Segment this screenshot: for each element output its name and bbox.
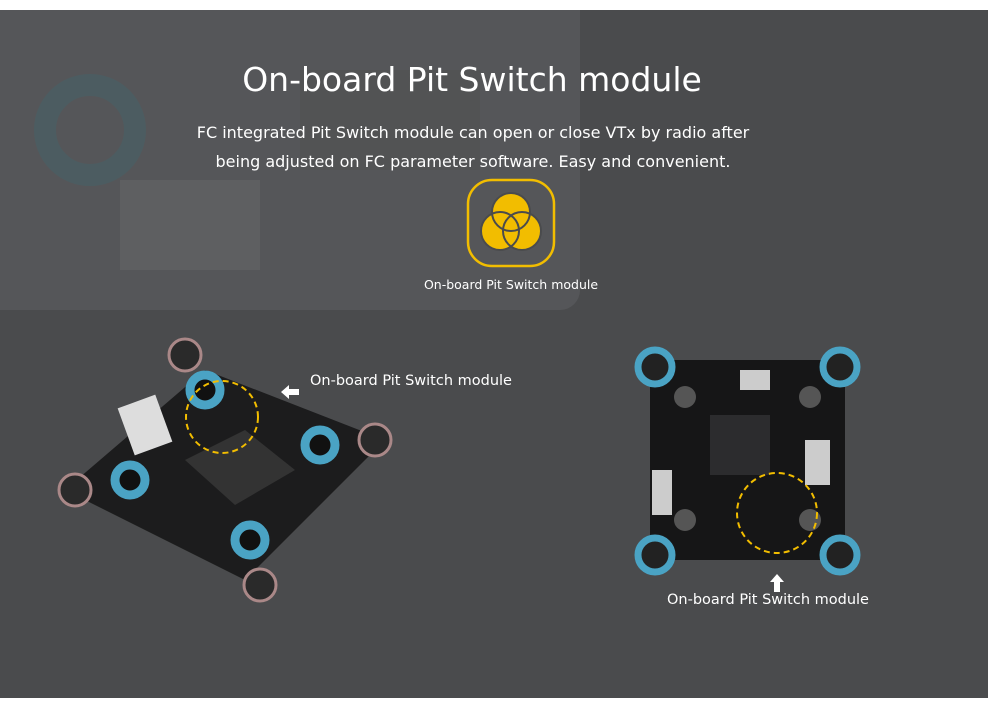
arrow-left-icon xyxy=(281,385,299,399)
description-line: being adjusted on FC parameter software.… xyxy=(215,152,731,171)
page-title: On-board Pit Switch module xyxy=(242,60,702,99)
left-board-image xyxy=(57,337,393,603)
left-board-label: On-board Pit Switch module xyxy=(310,373,512,389)
background-board-image xyxy=(0,10,580,310)
right-board-image xyxy=(634,346,861,576)
icon-label: On-board Pit Switch module xyxy=(423,277,599,292)
arrow-up-icon xyxy=(770,574,784,592)
description-line: FC integrated Pit Switch module can open… xyxy=(196,123,750,142)
venn-icon xyxy=(466,178,556,268)
description: FC integrated Pit Switch module can open… xyxy=(0,118,946,176)
right-board-label: On-board Pit Switch module xyxy=(667,592,869,608)
feature-panel: On-board Pit Switch module FC integrated… xyxy=(0,10,988,698)
